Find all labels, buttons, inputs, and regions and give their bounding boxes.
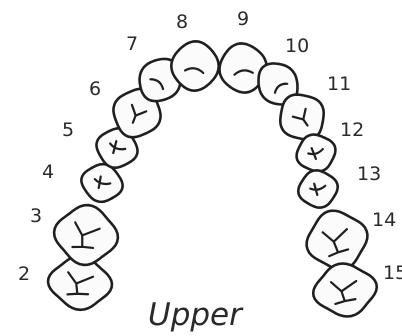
tooth-number-15: 15 xyxy=(383,262,402,284)
tooth-number-10: 10 xyxy=(285,35,309,57)
arch-title: Upper xyxy=(148,297,244,333)
tooth-number-14: 14 xyxy=(372,209,396,231)
tooth-number-5: 5 xyxy=(62,119,74,141)
tooth-15 xyxy=(311,261,379,320)
tooth-number-2: 2 xyxy=(18,263,30,285)
tooth-number-6: 6 xyxy=(89,78,101,100)
tooth-3 xyxy=(49,199,124,271)
tooth-number-7: 7 xyxy=(126,33,138,55)
tooth-number-8: 8 xyxy=(176,11,188,33)
tooth-number-12: 12 xyxy=(340,119,364,141)
tooth-number-13: 13 xyxy=(357,163,381,185)
tooth-number-9: 9 xyxy=(237,8,249,30)
tooth-number-3: 3 xyxy=(30,205,42,227)
tooth-13 xyxy=(296,168,341,211)
tooth-number-11: 11 xyxy=(327,73,351,95)
tooth-number-4: 4 xyxy=(42,161,54,183)
